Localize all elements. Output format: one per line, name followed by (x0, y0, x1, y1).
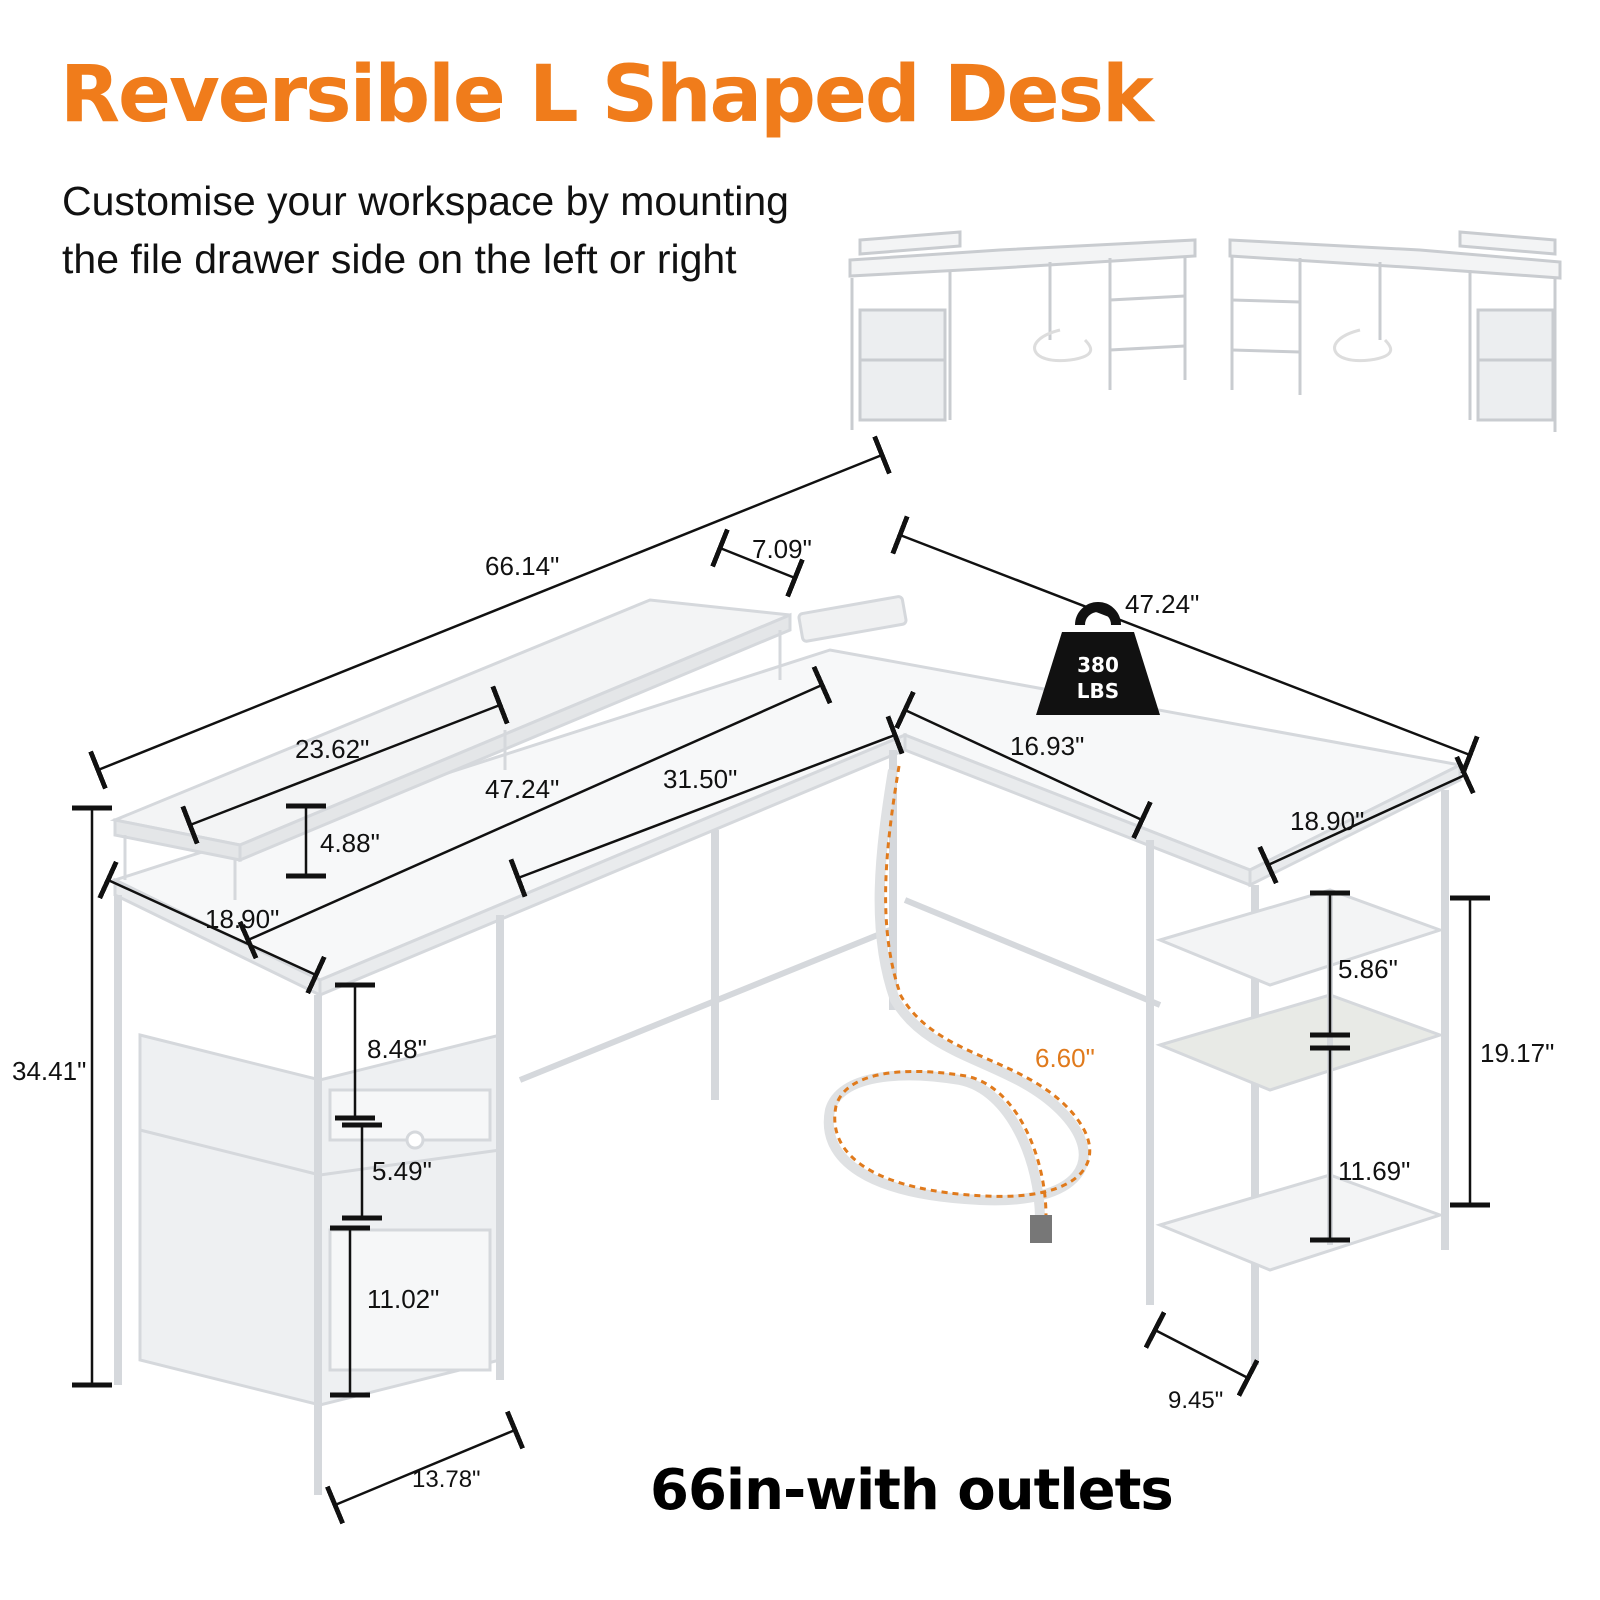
dimension-lines (72, 435, 1490, 1525)
dim-drawer-cubby: 8.48" (367, 1034, 427, 1064)
dim-main-depth: 18.90" (205, 904, 279, 934)
dim-total-length: 66.14" (485, 551, 559, 581)
subtitle-line-1: Customise your workspace by mounting (62, 178, 789, 224)
page-subtitle: Customise your workspace by mounting the… (62, 172, 822, 288)
dim-corner-width: 16.93" (1010, 731, 1084, 761)
dim-riser-height: 4.88" (320, 828, 380, 858)
thumbnail-left-orientation (848, 230, 1197, 430)
dim-cord-length: 6.60" (1035, 1043, 1095, 1073)
dim-shelf-top: 5.86" (1338, 954, 1398, 984)
dim-cabinet-width: 13.78" (412, 1466, 481, 1493)
plug-icon (1030, 1215, 1052, 1243)
dim-shelf-height: 19.17" (1480, 1038, 1554, 1068)
power-cord (823, 765, 1092, 1243)
footer-caption: 66in-with outlets (650, 1458, 1174, 1523)
dim-total-height: 34.41" (12, 1056, 86, 1086)
dim-main-length: 47.24" (485, 774, 559, 804)
thumbnail-right-orientation (1228, 230, 1562, 432)
weight-badge-icon: 380 LBS (1036, 602, 1160, 715)
dim-drawer-small: 5.49" (372, 1156, 432, 1186)
dim-riser-depth: 7.09" (752, 534, 812, 564)
dim-riser-length: 23.62" (295, 734, 369, 764)
weight-value: 380 (1077, 653, 1119, 677)
weight-unit: LBS (1077, 679, 1119, 703)
dim-return-depth: 18.90" (1290, 806, 1364, 836)
dim-drawer-large: 11.02" (367, 1284, 439, 1314)
subtitle-line-2: the file drawer side on the left or righ… (62, 236, 737, 282)
dim-shelf-width: 9.45" (1168, 1387, 1223, 1414)
main-desk (109, 595, 1465, 1495)
dim-legroom: 31.50" (663, 764, 737, 794)
dim-return-length: 47.24" (1125, 589, 1199, 619)
dim-shelf-bottom: 11.69" (1338, 1156, 1410, 1186)
page-title: Reversible L Shaped Desk (60, 50, 1154, 140)
